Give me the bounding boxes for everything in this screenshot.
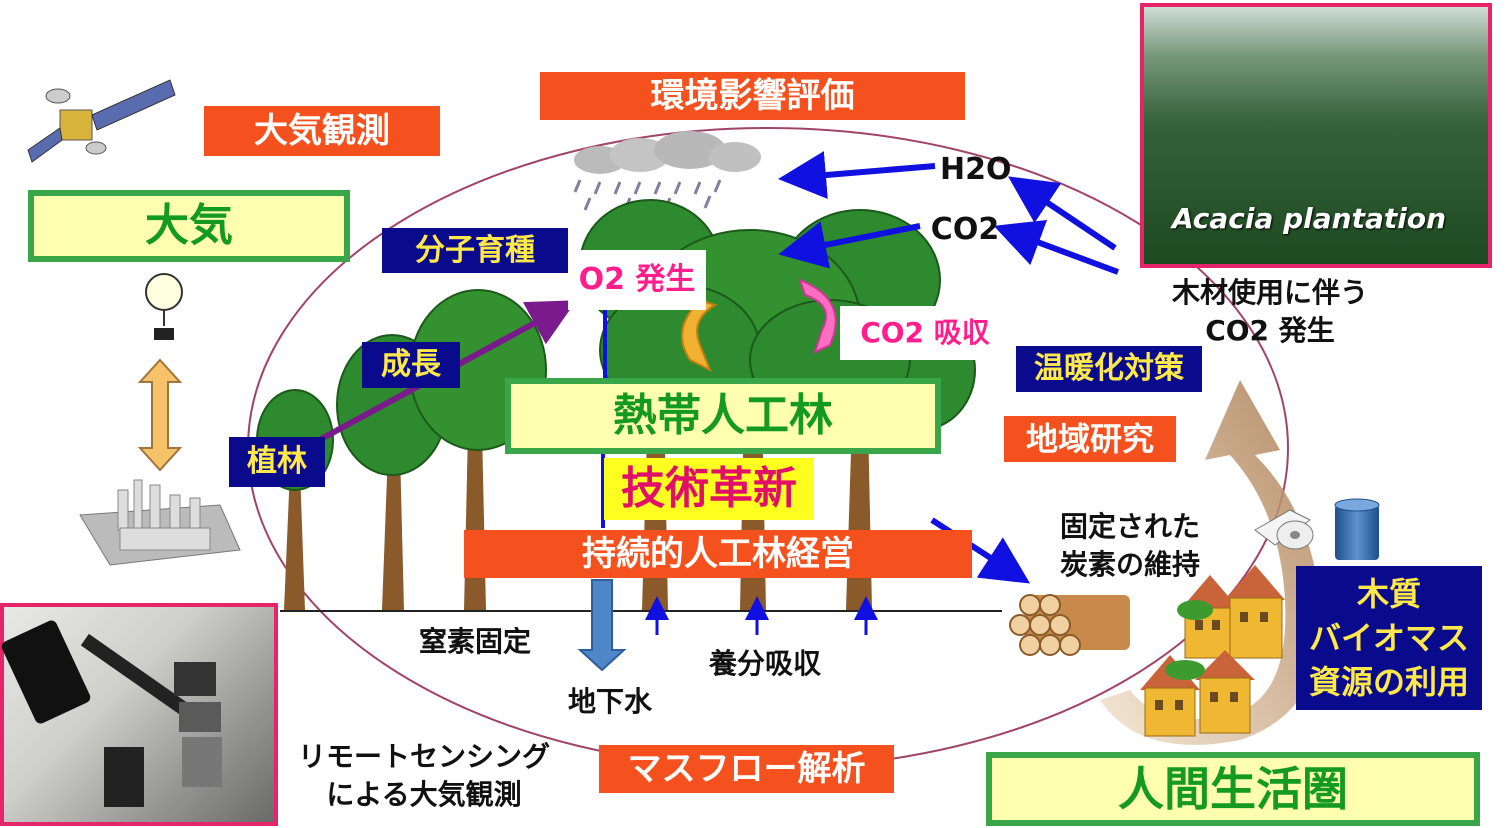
o2-cycle-arrow <box>681 298 718 373</box>
atmos-observation-label: 大気観測 <box>204 106 440 156</box>
nitrogen-fixation-label: 窒素固定 <box>418 625 531 658</box>
human-sphere-box: 人間生活圏 <box>986 752 1480 826</box>
sustainable-mgmt-label: 持続的人工林経営 <box>464 530 972 578</box>
cycle-arrow-icon <box>1100 380 1321 745</box>
acacia-caption: Acacia plantation <box>1172 202 1447 235</box>
groundwater-label: 地下水 <box>567 685 652 718</box>
house-icon <box>1140 565 1285 737</box>
oil-barrel-icon <box>1334 498 1380 560</box>
wood-use-co2-label: 木材使用に伴う CO2 発生 <box>1150 274 1390 354</box>
remote-sensing-photo <box>0 603 278 826</box>
o2-release-label: O2 発生 <box>568 250 706 310</box>
biomass-line3: 資源の利用 <box>1308 663 1469 701</box>
env-assessment-label: 環境影響評価 <box>540 72 965 120</box>
tropical-plantation-box: 熱帯人工林 <box>505 378 941 454</box>
warming-measures-label: 温暖化対策 <box>1016 346 1202 392</box>
co2-arrow <box>778 221 921 269</box>
paper-roll-icon <box>1254 509 1314 550</box>
satellite-icon <box>27 79 176 163</box>
co2-label: CO2 <box>930 212 1000 247</box>
atmosphere-box: 大気 <box>28 190 350 262</box>
remote-sensing-label: リモートセンシング による大気観測 <box>284 738 564 818</box>
remote-sensing-line2: による大気観測 <box>326 778 522 811</box>
factory-icon <box>79 479 241 566</box>
fixed-carbon-line1: 固定された <box>1059 510 1200 543</box>
cloud-rain-icon <box>573 131 761 211</box>
growth-label: 成長 <box>362 342 460 388</box>
biomass-line2: バイオマス <box>1308 619 1469 657</box>
double-arrow <box>137 358 183 472</box>
balloon-icon <box>145 273 183 340</box>
co2-absorb-label: CO2 吸収 <box>840 306 1010 360</box>
fixed-carbon-line2: 炭素の維持 <box>1059 548 1200 581</box>
wood-use-co2-line1: 木材使用に伴う <box>1171 276 1368 309</box>
nutrient-uptake-label: 養分吸収 <box>708 647 821 680</box>
biomass-line1: 木質 <box>1356 575 1421 613</box>
biomass-label: 木質 バイオマス 資源の利用 <box>1296 566 1482 710</box>
regional-research-label: 地域研究 <box>1004 416 1176 462</box>
planting-label: 植林 <box>229 437 325 487</box>
tech-innovation-label: 技術革新 <box>604 458 814 520</box>
co2-cycle-arrow <box>798 278 837 354</box>
h2o-label: H2O <box>940 152 1012 187</box>
log-pile-icon <box>1009 594 1130 656</box>
remote-sensing-line1: リモートセンシング <box>297 740 550 773</box>
groundwater-arrow <box>577 579 627 672</box>
h2o-arrow <box>778 151 936 199</box>
wood-use-co2-line2: CO2 発生 <box>1205 314 1335 347</box>
molecular-breeding-label: 分子育種 <box>382 228 568 273</box>
fixed-carbon-label: 固定された 炭素の維持 <box>1040 508 1220 588</box>
mass-flow-label: マスフロー解析 <box>599 745 894 793</box>
acacia-plantation-photo: Acacia plantation <box>1140 3 1492 268</box>
